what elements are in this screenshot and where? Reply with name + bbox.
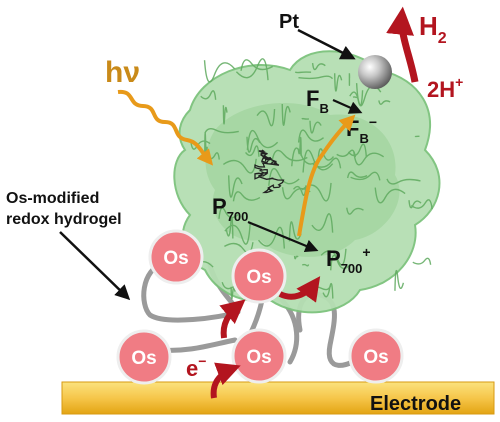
hydrogel-pointer-arrow	[59, 231, 131, 301]
proton-label: 2H+	[427, 74, 463, 102]
p700-oxidation-arrow	[247, 220, 319, 253]
photosystem-protein	[173, 50, 441, 314]
electron-label: e−	[186, 353, 206, 381]
electrode-label: Electrode	[370, 393, 461, 415]
fb-label: FB	[306, 86, 329, 116]
electron-transfer-arrow	[297, 114, 356, 237]
pt-nanoparticle	[358, 55, 392, 89]
electrode	[61, 381, 495, 415]
h2-evolution-arrow	[386, 6, 419, 83]
hv-label: hν	[105, 56, 140, 89]
p700-oxidized-label: P700+	[326, 244, 371, 276]
light-wave-arrow	[117, 89, 214, 166]
fb-transfer-arrow	[332, 98, 363, 114]
svg-text:Os: Os	[131, 348, 156, 369]
p700-label: P700	[212, 194, 248, 224]
os-center: Os	[148, 229, 204, 285]
electron-hop-arrows	[210, 276, 321, 399]
cofactor-chain	[254, 149, 285, 194]
svg-text:Os: Os	[246, 347, 271, 368]
os-center: Os	[231, 328, 287, 384]
hydrogel-label-line2: redox hydrogel	[6, 211, 122, 228]
svg-text:Os: Os	[163, 248, 188, 269]
os-center: Os	[348, 328, 404, 384]
pt-pointer-arrow	[297, 28, 356, 60]
pt-label: Pt	[279, 11, 299, 33]
os-center: Os	[116, 329, 172, 385]
h2-label: H2	[419, 11, 447, 47]
svg-text:Os: Os	[246, 267, 271, 288]
os-center: Os	[231, 248, 287, 304]
svg-text:Os: Os	[363, 347, 388, 368]
hydrogel-label-line1: Os-modified	[6, 190, 99, 207]
